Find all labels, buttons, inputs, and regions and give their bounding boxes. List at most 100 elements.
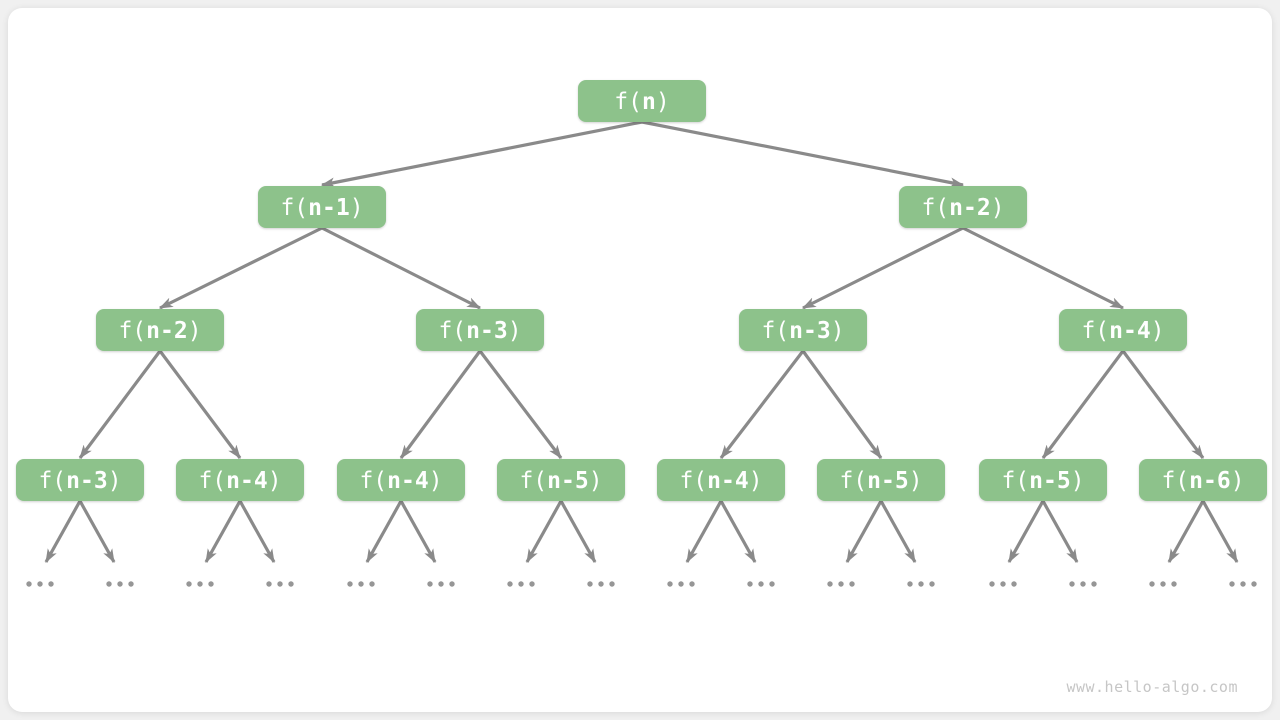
tree-edge-n222-l8a (1167, 500, 1205, 564)
node-label: f(n-4) (679, 468, 762, 494)
tree-node-n21: f(n-3) (739, 309, 867, 351)
tree-edge-n111-l1b (78, 500, 116, 564)
ellipsis-dot (26, 581, 32, 587)
ellipsis-dot (929, 581, 935, 587)
node-box (258, 186, 386, 228)
node-label: f(n-6) (1161, 468, 1244, 494)
node-box (176, 459, 304, 501)
ellipsis-dot (186, 581, 192, 587)
node-label: f(n-4) (198, 468, 281, 494)
ellipsis-dot (769, 581, 775, 587)
tree-edge-n122-l4b (559, 500, 597, 564)
node-label: f(n-5) (1001, 468, 1084, 494)
tree-node-n12: f(n-3) (416, 309, 544, 351)
ellipsis-dot (1149, 581, 1155, 587)
ellipsis-dot (587, 581, 593, 587)
ellipsis-dot (266, 581, 272, 587)
tree-edge-n221-l7b (1041, 500, 1079, 564)
ellipsis-dot (1080, 581, 1086, 587)
tree-edge-n21-n212 (801, 350, 883, 459)
node-box (657, 459, 785, 501)
ellipsis-dot (678, 581, 684, 587)
tree-leaf-ellipsis (747, 581, 775, 587)
ellipsis-dot (37, 581, 43, 587)
watermark: www.hello-algo.com (1066, 678, 1238, 696)
node-label: f(n-5) (839, 468, 922, 494)
tree-edge-n1-n11 (158, 226, 323, 310)
ellipsis-dot (827, 581, 833, 587)
ellipsis-dot (907, 581, 913, 587)
tree-leaf-ellipsis (667, 581, 695, 587)
tree-leaf-ellipsis (186, 581, 214, 587)
ellipsis-dot (689, 581, 695, 587)
tree-edge-n121-l3b (399, 500, 437, 564)
tree-node-n221: f(n-5) (979, 459, 1107, 501)
node-label: f(n-1) (280, 195, 363, 221)
ellipsis-dot (529, 581, 535, 587)
tree-node-n212: f(n-5) (817, 459, 945, 501)
tree-edge-n111-l1a (44, 500, 82, 564)
tree-leaf-ellipsis (907, 581, 935, 587)
tree-leaf-ellipsis (989, 581, 1017, 587)
node-box (979, 459, 1107, 501)
tree-leaf-ellipsis (587, 581, 615, 587)
ellipsis-dot (758, 581, 764, 587)
tree-node-n11: f(n-2) (96, 309, 224, 351)
tree-leaf-ellipsis (827, 581, 855, 587)
node-label: f(n-4) (1081, 318, 1164, 344)
tree-edge-n2-n22 (962, 226, 1125, 310)
tree-edge-n221-l7a (1007, 500, 1045, 564)
ellipsis-dot (1240, 581, 1246, 587)
diagram-card (8, 8, 1272, 712)
node-box (416, 309, 544, 351)
node-label: f(n-5) (519, 468, 602, 494)
node-box (16, 459, 144, 501)
ellipsis-dot (197, 581, 203, 587)
tree-edge-n112-l2a (204, 500, 242, 564)
node-box (96, 309, 224, 351)
tree-leaf-ellipsis (266, 581, 294, 587)
node-label: f(n-2) (921, 195, 1004, 221)
tree-edge-n122-l4a (525, 500, 563, 564)
ellipsis-dot (288, 581, 294, 587)
node-box (1139, 459, 1267, 501)
tree-node-root: f(n) (578, 80, 706, 122)
tree-leaf-ellipsis (507, 581, 535, 587)
tree-edge-n12-n121 (399, 350, 482, 459)
node-box (337, 459, 465, 501)
ellipsis-dot (1091, 581, 1097, 587)
tree-leaf-ellipsis (347, 581, 375, 587)
tree-edge-n11-n111 (78, 350, 162, 459)
tree-edge-n22-n222 (1121, 350, 1205, 459)
node-box (817, 459, 945, 501)
tree-edge-n22-n221 (1041, 350, 1125, 459)
tree-edge-root-n1 (320, 120, 643, 188)
ellipsis-dot (1069, 581, 1075, 587)
tree-node-n2: f(n-2) (899, 186, 1027, 228)
tree-edge-n222-l8b (1201, 500, 1239, 564)
tree-leaf-ellipsis (1149, 581, 1177, 587)
ellipsis-dot (48, 581, 54, 587)
edges-layer (44, 120, 1239, 564)
tree-edge-n12-n122 (478, 350, 563, 459)
node-label: f(n-3) (438, 318, 521, 344)
ellipsis-dot (747, 581, 753, 587)
node-box (899, 186, 1027, 228)
tree-node-n222: f(n-6) (1139, 459, 1267, 501)
ellipsis-dot (1251, 581, 1257, 587)
tree-edge-n21-n211 (719, 350, 805, 459)
tree-edge-n211-l5b (719, 500, 757, 564)
ellipsis-dot (518, 581, 524, 587)
node-box (1059, 309, 1187, 351)
ellipsis-dot (1011, 581, 1017, 587)
ellipsis-dot (507, 581, 513, 587)
ellipsis-dot (117, 581, 123, 587)
node-box (497, 459, 625, 501)
tree-edge-n1-n12 (321, 226, 482, 310)
node-label: f(n-3) (761, 318, 844, 344)
tree-leaf-ellipsis (26, 581, 54, 587)
ellipsis-dot (277, 581, 283, 587)
tree-node-n22: f(n-4) (1059, 309, 1187, 351)
ellipsis-dot (1000, 581, 1006, 587)
